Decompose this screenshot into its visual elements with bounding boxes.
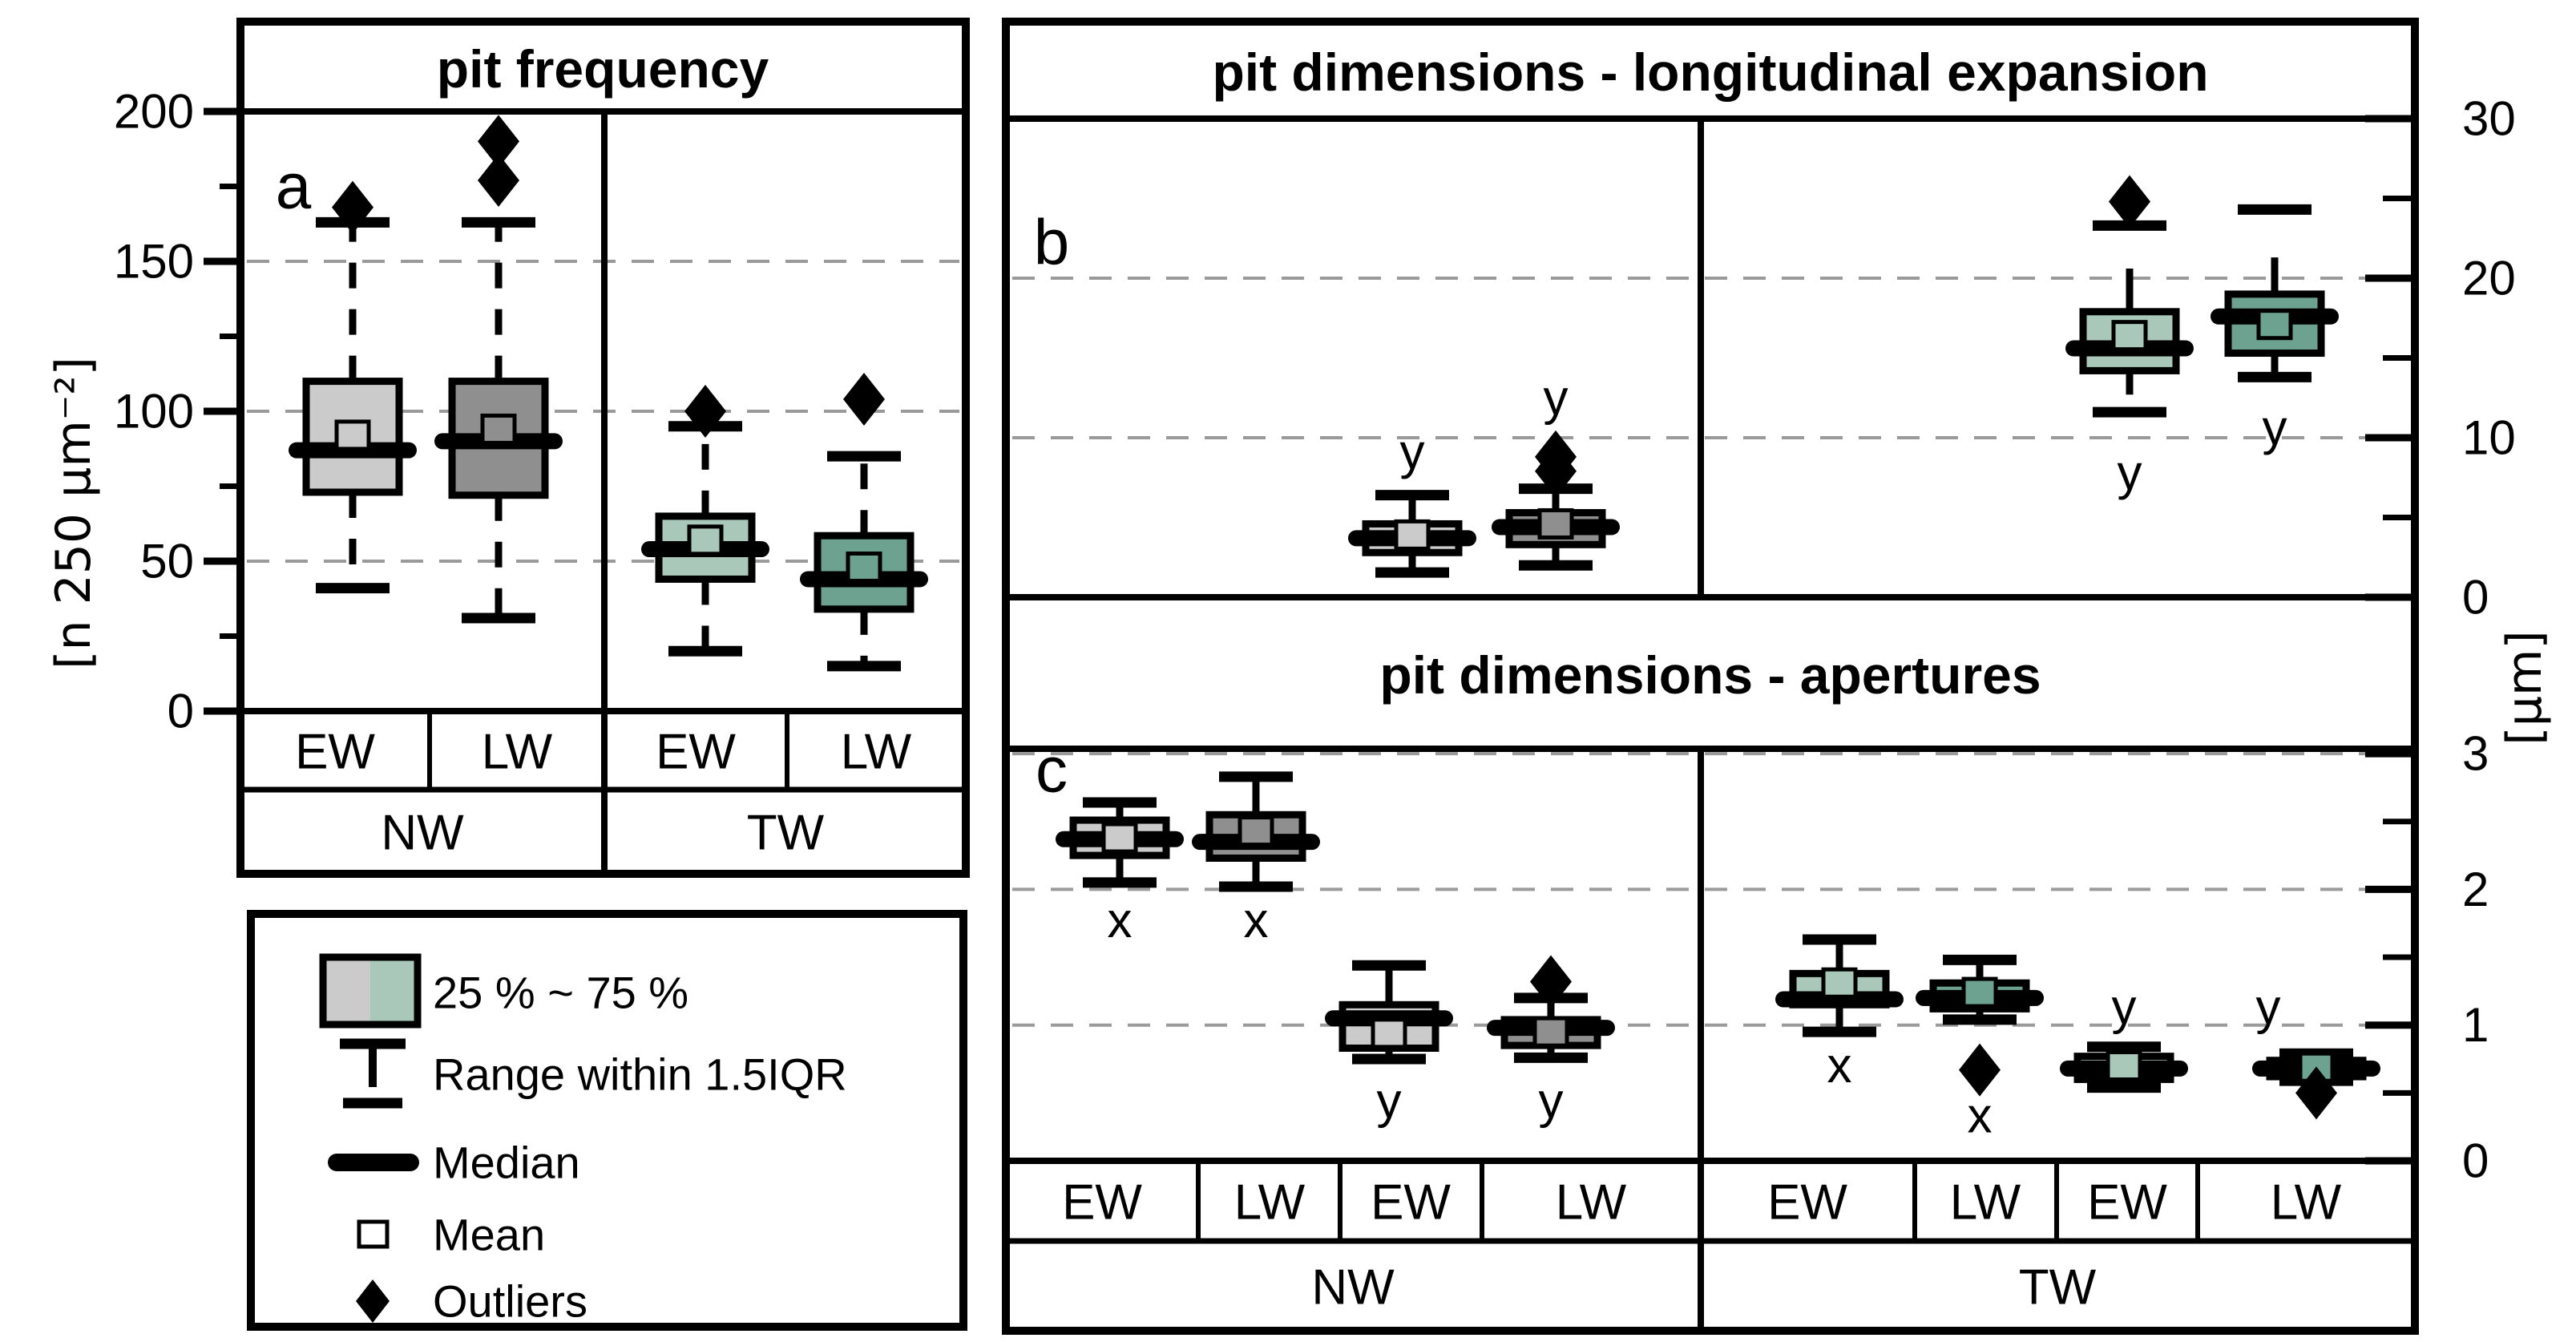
- outlier-diamond: [684, 385, 726, 438]
- legend-label-iqr: 25 % ~ 75 %: [433, 968, 688, 1018]
- group-label: TW: [2019, 1260, 2097, 1316]
- panel-bc-border: [1002, 18, 2419, 1335]
- outlier-diamond: [332, 180, 373, 234]
- box-swatch-border: [319, 953, 422, 1029]
- category-label: LW: [1234, 1175, 1306, 1231]
- legend-item-median: Median: [328, 1138, 580, 1188]
- sig-letter: y: [1544, 370, 1569, 426]
- mean-marker: [2106, 1049, 2142, 1081]
- mean-icon: [357, 1219, 390, 1249]
- tick-label: 50: [140, 535, 194, 588]
- sig-letter: y: [2256, 980, 2281, 1035]
- outlier-diamond: [1535, 430, 1577, 483]
- category-label: LW: [2271, 1175, 2342, 1231]
- category-label: LW: [482, 725, 553, 780]
- mean-marker: [1532, 1016, 1569, 1048]
- legend-item-mean: Mean: [357, 1210, 545, 1260]
- category-label: LW: [841, 725, 912, 780]
- legend-item-range: Range within 1.5IQR: [340, 1038, 847, 1109]
- outlier-diamond: [843, 373, 885, 426]
- outlier-diamond: [478, 115, 519, 168]
- box-swatch-left: [323, 957, 370, 1025]
- category-label: EW: [1767, 1175, 1847, 1231]
- outlier-diamond: [2109, 175, 2150, 228]
- legend-item-iqr-box: 25 % ~ 75 %: [319, 953, 688, 1029]
- sig-letter: y: [2112, 980, 2137, 1035]
- mean-marker: [334, 419, 371, 451]
- sig-letter: x: [1827, 1038, 1852, 1093]
- mean-marker: [846, 551, 882, 583]
- group-label: NW: [1311, 1260, 1395, 1316]
- panel-a-title: pit frequency: [437, 39, 769, 99]
- sig-letter: y: [1377, 1073, 1402, 1129]
- sig-letter: y: [1400, 424, 1425, 479]
- legend-label-mean: Mean: [433, 1210, 545, 1260]
- tick-label: 10: [2462, 411, 2516, 465]
- sig-letter: x: [1968, 1089, 1993, 1144]
- sig-letter: x: [1244, 893, 1269, 948]
- mean-marker: [1537, 507, 1574, 540]
- category-label: LW: [1556, 1175, 1627, 1231]
- axis-label-um: [μm]: [2497, 630, 2553, 745]
- outlier-icon: [356, 1279, 390, 1323]
- tick-label: 3: [2462, 727, 2489, 781]
- mean-marker: [687, 524, 724, 556]
- panel-a-letter: a: [276, 151, 312, 222]
- tick-label: 200: [114, 85, 194, 139]
- sig-letter: y: [2118, 445, 2142, 500]
- tick-label: 0: [2462, 1134, 2489, 1188]
- axis-label-pit-frequency: [n 250 μm⁻²]: [46, 357, 102, 669]
- outlier-diamond: [1959, 1043, 2001, 1097]
- outlier-diamond: [1530, 955, 1572, 1009]
- category-label: EW: [1371, 1175, 1451, 1231]
- legend-label-range: Range within 1.5IQR: [433, 1049, 847, 1100]
- mean-marker: [2256, 309, 2293, 341]
- category-label: LW: [1950, 1175, 2021, 1231]
- tick-label: 2: [2462, 863, 2489, 916]
- mean-marker: [1821, 967, 1858, 999]
- sig-letter: x: [1108, 893, 1133, 948]
- mean-marker: [1238, 815, 1274, 847]
- tick-label: 0: [168, 685, 194, 738]
- category-label: EW: [656, 725, 736, 780]
- legend-label-median: Median: [433, 1138, 580, 1188]
- mean-marker: [1371, 1017, 1407, 1049]
- panel-b-letter: b: [1034, 207, 1070, 278]
- mean-marker: [1101, 822, 1138, 854]
- category-label: EW: [1062, 1175, 1142, 1231]
- legend-label-outliers: Outliers: [433, 1276, 587, 1327]
- sig-letter: y: [1539, 1073, 1564, 1129]
- tick-label: 0: [2462, 571, 2489, 625]
- tick-label: 1: [2462, 998, 2489, 1052]
- tick-label: 150: [114, 235, 194, 289]
- box-swatch-right: [370, 957, 418, 1025]
- sig-letter: y: [2263, 401, 2287, 456]
- category-label: EW: [2087, 1175, 2167, 1231]
- mean-marker: [480, 413, 517, 445]
- panel-b-title: pit dimensions - longitudinal expansion: [1212, 42, 2208, 102]
- group-label: NW: [381, 806, 464, 861]
- mean-marker: [2111, 320, 2148, 352]
- panel-c-title: pit dimensions - apertures: [1379, 645, 2041, 705]
- tick-label: 30: [2462, 92, 2516, 146]
- tick-label: 20: [2462, 252, 2516, 305]
- legend: 25 % ~ 75 % Range within 1.5IQR Median M…: [247, 910, 967, 1331]
- group-label: TW: [747, 806, 825, 861]
- legend-item-outliers: Outliers: [356, 1276, 587, 1327]
- box-rect: [302, 378, 403, 496]
- tick-label: 100: [114, 385, 194, 439]
- mean-marker: [1961, 976, 1998, 1009]
- mean-marker: [1394, 519, 1431, 551]
- category-label: EW: [295, 725, 375, 780]
- outlier-diamond: [2295, 1066, 2337, 1120]
- outlier-diamond: [478, 154, 519, 208]
- panel-c-letter: c: [1036, 734, 1068, 806]
